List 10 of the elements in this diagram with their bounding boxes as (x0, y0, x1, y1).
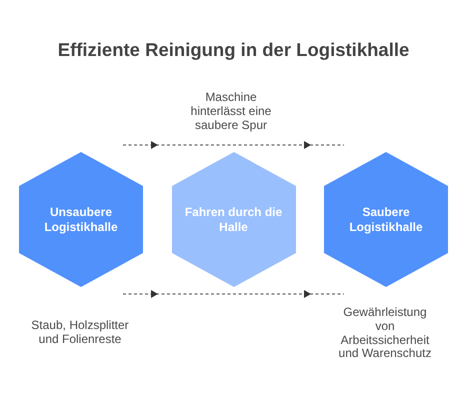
hexagon-step (172, 152, 296, 287)
step-description: Gewährleistung von Arbeitssicherheit und Warenschutz (338, 306, 432, 362)
hexagon-step (324, 152, 448, 287)
step-description: Staub, Holzsplitter und Folienreste (30, 319, 130, 347)
step-label: Saubere Logistikhalle (348, 205, 424, 234)
diagram-title: Effiziente Reinigung in der Logistikhalle (56, 38, 410, 62)
hexagon-step (19, 152, 143, 287)
step-label: Fahren durch die Halle (184, 205, 284, 234)
step-description: Maschine hinterlässt eine saubere Spur (190, 91, 272, 132)
step-label: Unsaubere Logistikhalle (43, 205, 119, 234)
